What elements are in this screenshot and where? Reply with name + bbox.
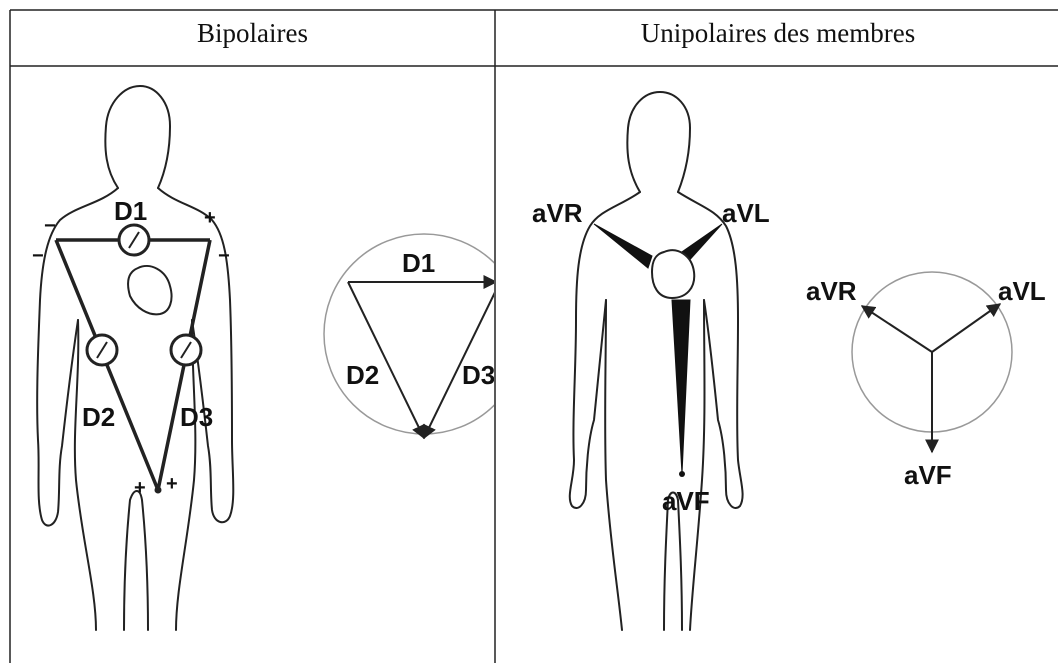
sign-right-arm-side: − (32, 245, 44, 267)
body-label-d3: D3 (180, 402, 213, 432)
body-label-avr: aVR (532, 198, 583, 228)
heart-shape-left (128, 266, 171, 314)
sign-leg-right: + (166, 473, 178, 495)
sign-left-arm-side: − (218, 245, 230, 267)
sign-leg-left: + (134, 477, 146, 499)
heart-shape-right (652, 250, 694, 298)
body-outline-right (570, 92, 743, 630)
body-label-avf: aVF (662, 486, 710, 516)
sign-right-arm-top: − (44, 215, 56, 237)
leg-electrode-dot (155, 487, 162, 494)
goldberger-axis-circle (852, 272, 1012, 452)
triangle-label-d3: D3 (462, 360, 495, 390)
avf-electrode-dot (679, 471, 685, 477)
axis-label-avl: aVL (998, 276, 1046, 306)
einthoven-triangle-circle: D1 D2 D3 (324, 234, 524, 438)
sign-left-arm-top: + (204, 207, 216, 229)
body-label-avl: aVL (722, 198, 770, 228)
triangle-label-d2: D2 (346, 360, 379, 390)
triangle-label-d1: D1 (402, 248, 435, 278)
axis-label-avr: aVR (806, 276, 857, 306)
body-outline-left (37, 86, 233, 630)
body-label-d2: D2 (82, 402, 115, 432)
axis-label-avf: aVF (904, 460, 952, 490)
body-label-d1: D1 (114, 196, 147, 226)
